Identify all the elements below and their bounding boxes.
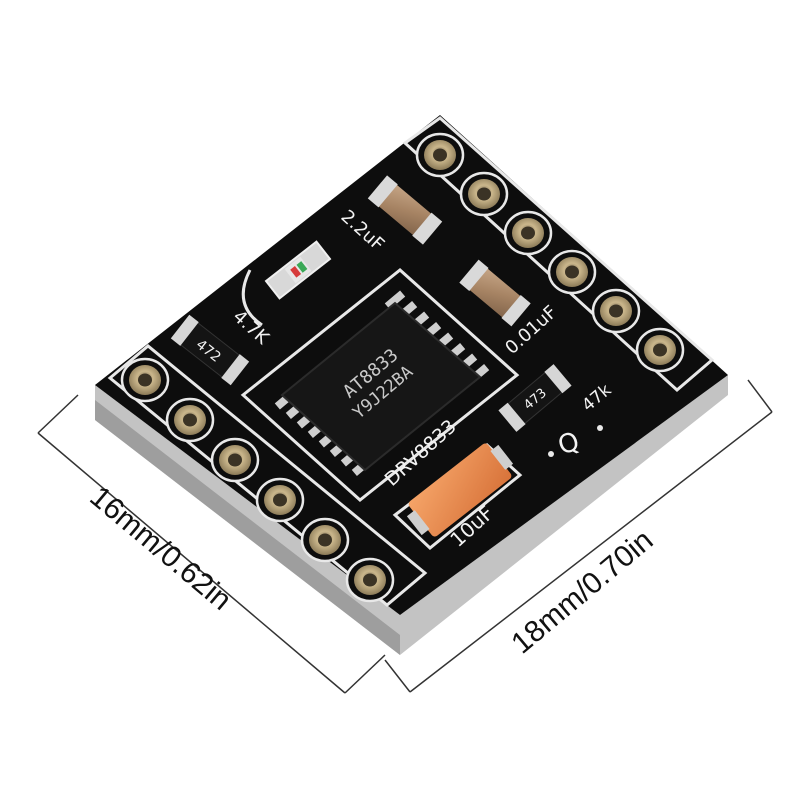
header-pin	[210, 437, 260, 483]
header-pin	[635, 327, 685, 373]
logo-dot	[548, 451, 554, 457]
right-pin-header	[415, 132, 685, 373]
chip-body	[280, 301, 482, 472]
chip-outline	[240, 268, 520, 502]
dimension-tick	[344, 654, 386, 694]
header-pin	[591, 288, 641, 334]
header-pin	[165, 397, 215, 443]
logo-dot	[597, 425, 603, 431]
dimension-line-width	[37, 432, 346, 694]
led	[264, 240, 332, 300]
dimension-line-length	[409, 411, 773, 693]
header-pin	[255, 477, 305, 523]
capacitor-10uf	[406, 443, 514, 537]
header-pin	[415, 132, 465, 178]
left-pin-header	[120, 357, 395, 603]
header-pin	[300, 517, 350, 563]
led-silk-arc	[241, 269, 263, 327]
resistor-473: 473	[498, 364, 572, 432]
header-pin	[547, 249, 597, 295]
pcb-edge-shadow	[95, 400, 400, 655]
dimension-tick	[37, 394, 79, 434]
capacitor-2-2uf	[367, 175, 443, 245]
header-pin	[345, 557, 395, 603]
header-pin	[459, 171, 509, 217]
chip-pin	[384, 290, 406, 310]
left-header-outline	[107, 344, 428, 607]
dimension-tick	[747, 379, 773, 413]
header-pin	[120, 357, 170, 403]
dimension-tick	[384, 659, 411, 693]
right-header-outline	[402, 116, 715, 393]
header-pin	[503, 210, 553, 256]
resistor-472: 472	[170, 314, 250, 386]
capacitor-0-01uf	[459, 259, 531, 327]
